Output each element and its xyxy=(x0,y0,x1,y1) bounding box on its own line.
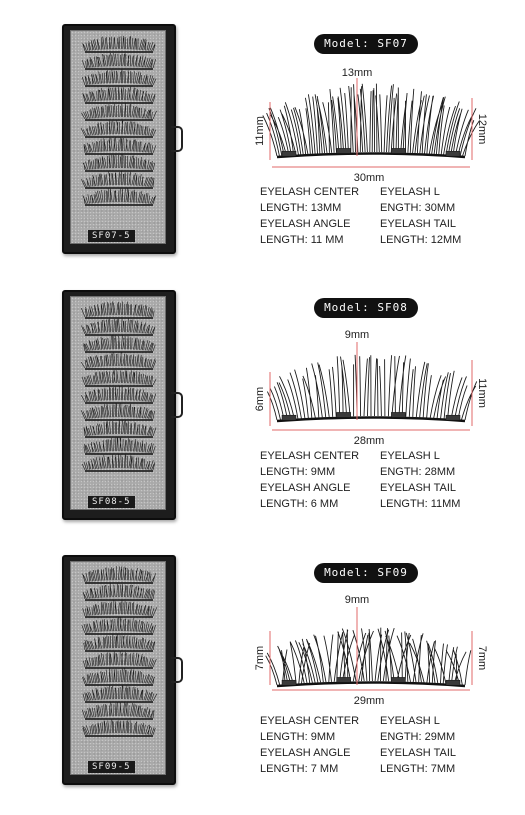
angle-dim-label: 11mm xyxy=(255,116,266,146)
center-dim-label: 13mm xyxy=(342,67,373,79)
spec-line: LENGTH: 9MM xyxy=(260,466,336,478)
product-section-sf08: SF08-5 Model: SF08 9mm 6mm 11mm 28mm EYE… xyxy=(0,290,525,550)
spec-line: EYELASH ANGLE xyxy=(260,218,351,230)
model-badge: Model: SF08 xyxy=(314,298,418,318)
spec-line: LENGTH: 9MM xyxy=(260,731,336,743)
spec-right: EYELASH L ENGTH: 29MM EYELASH TAIL LENGT… xyxy=(380,713,456,777)
spec-line: LENGTH: 11MM xyxy=(380,498,461,510)
length-dim-label: 30mm xyxy=(354,172,385,184)
spec-line: LENGTH: 11 MM xyxy=(260,234,344,246)
lash-strips xyxy=(80,35,157,206)
spec-right: EYELASH L ENGTH: 28MM EYELASH TAIL LENGT… xyxy=(380,448,460,512)
lash-illustration xyxy=(265,627,472,688)
case-clip xyxy=(171,126,183,152)
spec-line: ENGTH: 29MM xyxy=(380,731,456,743)
spec-line: ENGTH: 30MM xyxy=(380,202,456,214)
center-dim-label: 9mm xyxy=(345,329,369,341)
spec-line: EYELASH ANGLE xyxy=(260,747,351,759)
lash-illustration xyxy=(262,83,480,159)
spec-left: EYELASH CENTER LENGTH: 9MM EYELASH ANGLE… xyxy=(260,713,359,777)
lash-tray xyxy=(70,296,166,510)
spec-left: EYELASH CENTER LENGTH: 13MM EYELASH ANGL… xyxy=(260,184,359,248)
lash-case-image: SF09-5 xyxy=(62,555,183,785)
spec-line: EYELASH CENTER xyxy=(260,450,360,462)
spec-line: LENGTH: 6 MM xyxy=(260,498,339,510)
tail-dim-label: 7mm xyxy=(476,646,488,670)
spec-right: EYELASH L ENGTH: 30MM EYELASH TAIL LENGT… xyxy=(380,184,461,248)
spec-line: EYELASH CENTER xyxy=(260,715,360,727)
spec-line: LENGTH: 7MM xyxy=(380,763,456,775)
length-dim-label: 29mm xyxy=(354,695,385,707)
lash-strips xyxy=(81,566,158,737)
spec-left: EYELASH CENTER LENGTH: 9MM EYELASH ANGLE… xyxy=(260,448,359,512)
spec-line: EYELASH L xyxy=(380,450,440,462)
product-section-sf09: SF09-5 Model: SF09 9mm 7mm 7mm 29mm EYEL… xyxy=(0,555,525,815)
spec-line: ENGTH: 28MM xyxy=(380,466,456,478)
spec-line: EYELASH TAIL xyxy=(380,747,457,759)
spec-line: EYELASH TAIL xyxy=(380,482,457,494)
case-label: SF08-5 xyxy=(88,496,135,508)
spec-line: LENGTH: 12MM xyxy=(380,234,462,246)
case-label: SF09-5 xyxy=(88,761,135,773)
center-dim-label: 9mm xyxy=(345,594,369,606)
model-badge: Model: SF09 xyxy=(314,563,418,583)
lash-diagram: 13mm 11mm 12mm 30mm xyxy=(255,67,488,184)
spec-line: EYELASH CENTER xyxy=(260,186,360,198)
spec-line: EYELASH L xyxy=(380,715,440,727)
spec-line: EYELASH ANGLE xyxy=(260,482,351,494)
lash-diagram: 9mm 7mm 7mm 29mm xyxy=(255,594,488,707)
tail-dim-label: 11mm xyxy=(476,378,488,408)
tail-dim-label: 12mm xyxy=(476,114,488,145)
spec-line: LENGTH: 13MM xyxy=(260,202,342,214)
angle-dim-label: 6mm xyxy=(255,387,266,411)
lash-tray xyxy=(70,561,166,775)
lash-case-image: SF08-5 xyxy=(62,290,183,520)
model-badge: Model: SF07 xyxy=(314,34,418,54)
length-dim-label: 28mm xyxy=(354,435,385,447)
spec-line: EYELASH TAIL xyxy=(380,218,457,230)
lash-strips xyxy=(80,301,157,472)
spec-line: LENGTH: 7 MM xyxy=(260,763,339,775)
case-clip xyxy=(171,657,183,683)
angle-dim-label: 7mm xyxy=(255,646,266,670)
product-section-sf07: SF07-5 Model: SF07 13mm 11mm 12mm 30mm E… xyxy=(0,24,525,284)
lash-case-image: SF07-5 xyxy=(62,24,183,254)
lash-illustration xyxy=(266,354,478,423)
case-label: SF07-5 xyxy=(88,230,135,242)
lash-diagram: 9mm 6mm 11mm 28mm xyxy=(255,329,488,447)
spec-line: EYELASH L xyxy=(380,186,440,198)
case-clip xyxy=(171,392,183,418)
lash-tray xyxy=(70,30,166,244)
